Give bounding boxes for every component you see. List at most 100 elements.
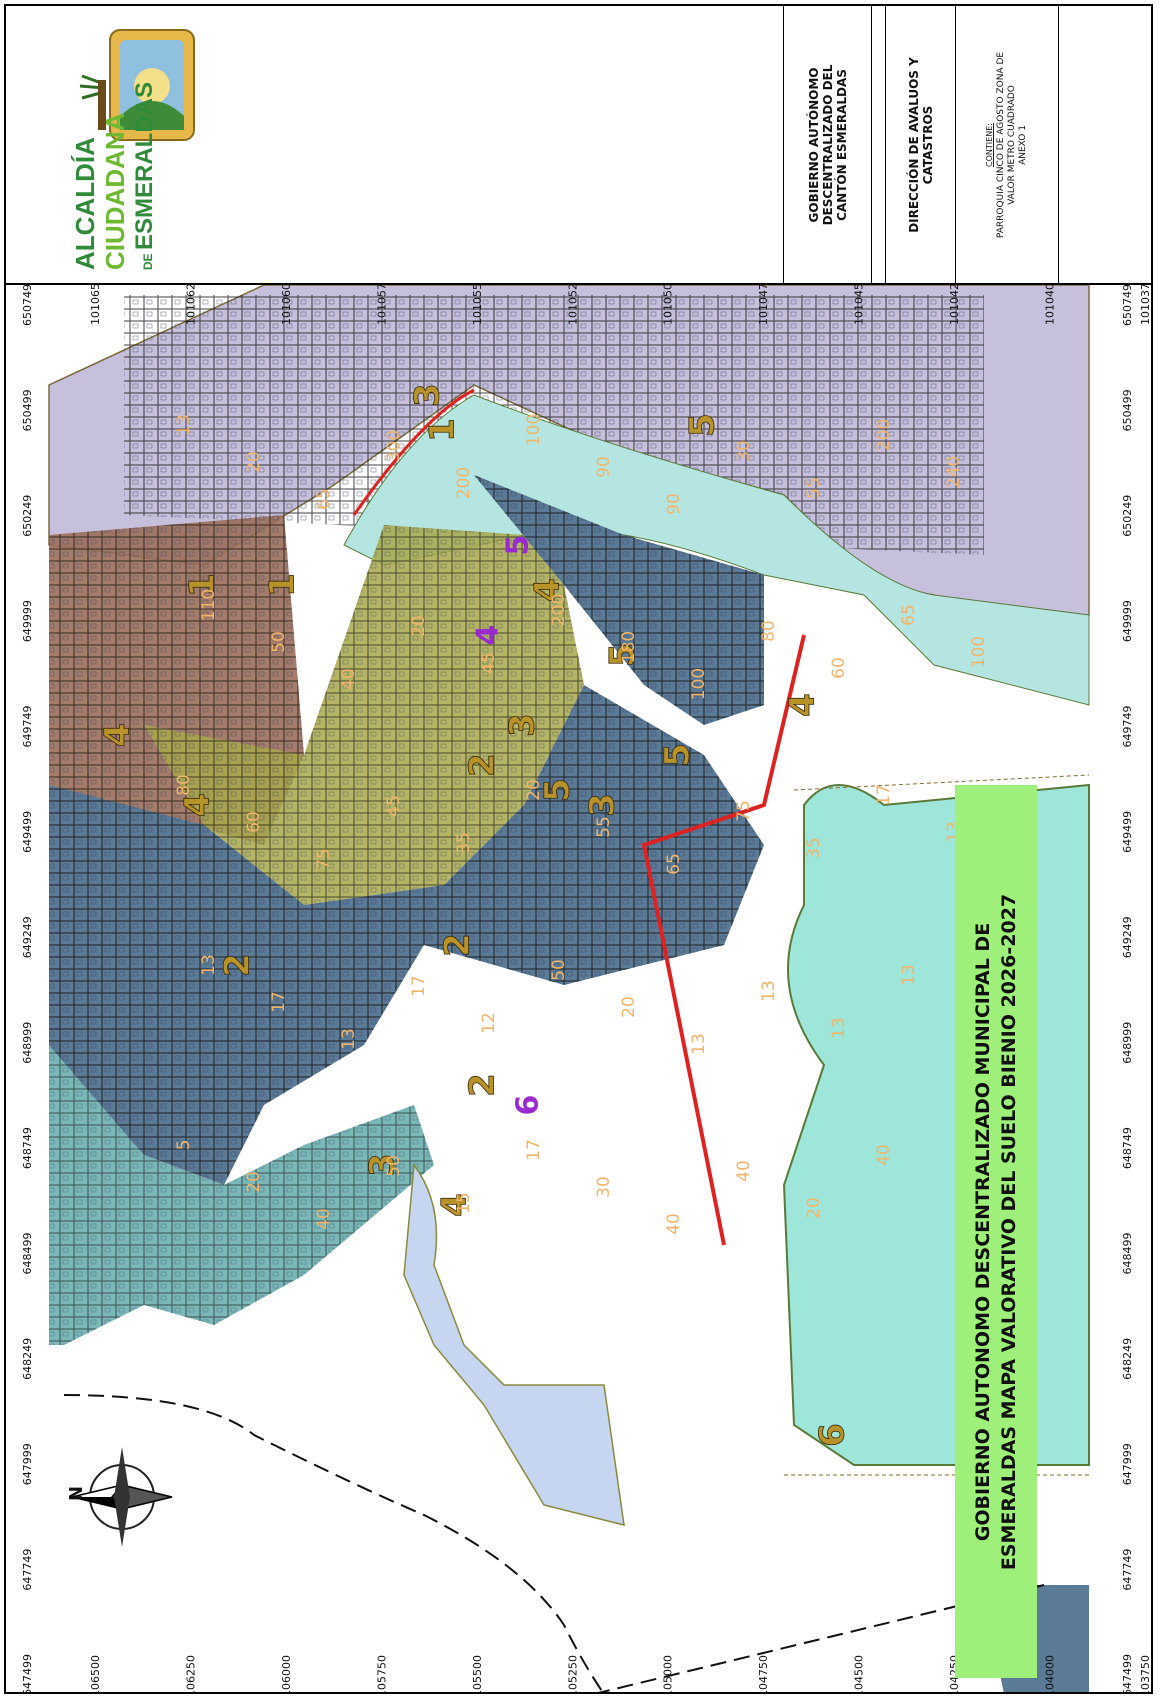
value-label: 50 — [549, 959, 569, 981]
title-block-divider — [4, 283, 1153, 285]
grid-y-tick: 10105750 — [375, 1655, 388, 1694]
grid-x-tick: 647999 — [21, 1443, 34, 1485]
map-frame — [4, 4, 1153, 1694]
value-label: 60 — [829, 657, 849, 679]
zone-label: 4 — [178, 793, 218, 817]
value-label: 30 — [594, 1176, 614, 1198]
grid-x-tick: 648499 — [1121, 1232, 1134, 1274]
grid-x-tick: 647499 — [21, 1654, 34, 1694]
north-arrow-label: N — [66, 1486, 87, 1501]
map-title-banner: GOBIERNO AUTONOMO DESCENTRALIZADO MUNICI… — [955, 785, 1037, 1678]
grid-x-tick: 649249 — [1121, 916, 1134, 958]
grid-x-tick: 649499 — [21, 811, 34, 853]
value-label: 200 — [454, 467, 474, 499]
grid-x-tick: 650749 — [1121, 285, 1134, 326]
logo-line2: CIUDADANA — [100, 112, 130, 270]
value-label: 45 — [479, 652, 499, 674]
value-label: 100 — [969, 636, 989, 668]
grid-y-tick: 10104750 — [757, 285, 770, 325]
value-label: 15 — [454, 1192, 474, 1214]
value-label: 35 — [804, 837, 824, 859]
title-block-org-cell: GOBIERNO AUTÓNOMO DESCENTRALIZADO DEL CA… — [784, 4, 872, 285]
esmeraldas-coat-of-arms-icon — [79, 29, 195, 141]
grid-y-tick: 10105000 — [662, 1655, 675, 1694]
grid-x-tick: 649249 — [21, 916, 34, 958]
value-label: 17 — [409, 975, 429, 997]
grid-y-tick: 10106500 — [89, 285, 102, 325]
sector-label: 6 — [511, 1095, 546, 1116]
value-label: 80 — [759, 620, 779, 642]
value-labels: 1320653002001009090305520024011050402045… — [174, 414, 989, 1235]
value-label: 20 — [804, 1197, 824, 1219]
value-label: 40 — [314, 1208, 334, 1230]
grid-y-tick: 10106250 — [184, 285, 197, 325]
value-label: 100 — [524, 414, 544, 446]
zone-label: 1 — [263, 573, 303, 597]
title-block-contents-cell: CONTIENE: PARROQUIA CINCO DE AGOSTO ZONA… — [956, 4, 1059, 285]
value-label: 200 — [549, 594, 569, 626]
grid-y-tick: 10106500 — [89, 1655, 102, 1694]
value-label: 20 — [244, 451, 264, 473]
sector-label: 5 — [501, 535, 536, 556]
grid-x-tick: 647499 — [1121, 1654, 1134, 1694]
grid-x-tick: 649499 — [1121, 811, 1134, 853]
grid-x-tick: 648499 — [21, 1232, 34, 1274]
value-label: 45 — [384, 795, 404, 817]
grid-x-tick: 647749 — [1121, 1549, 1134, 1591]
value-label: 75 — [734, 800, 754, 822]
sector-label: 4 — [471, 625, 506, 646]
grid-y-tick: 10104000 — [1044, 285, 1057, 325]
grid-x-tick: 650749 — [21, 285, 34, 326]
zone-label: 2 — [438, 933, 478, 957]
grid-y-tick: 10105750 — [375, 285, 388, 325]
zone-label: 5 — [683, 413, 723, 437]
value-label: 20 — [244, 1171, 264, 1193]
value-label: 13 — [199, 954, 219, 976]
grid-y-tick: 10103750 — [1139, 285, 1152, 325]
zone-label: 5 — [603, 643, 643, 667]
zone-label: 3 — [583, 793, 623, 817]
grid-x-tick: 648249 — [21, 1338, 34, 1380]
value-label: 13 — [899, 964, 919, 986]
grid-y-tick: 10104250 — [948, 285, 961, 325]
grid-x-tick: 649999 — [1121, 600, 1134, 642]
value-label: 200 — [874, 419, 894, 451]
grid-x-tick: 648999 — [1121, 1022, 1134, 1064]
value-label: 13 — [174, 414, 194, 436]
value-label: 80 — [174, 774, 194, 796]
zone-label: 4 — [98, 723, 138, 747]
value-label: 65 — [314, 488, 334, 510]
zone-label: 5 — [658, 743, 698, 767]
grid-x-tick: 648749 — [1121, 1127, 1134, 1169]
value-label: 240 — [944, 456, 964, 488]
grid-x-tick: 649749 — [1121, 706, 1134, 748]
value-label: 13 — [689, 1033, 709, 1055]
logo-line3b: ESMERALDAS — [131, 82, 158, 250]
grid-x-tick: 650499 — [21, 389, 34, 431]
grid-y-tick: 10105250 — [566, 285, 579, 325]
value-label: 55 — [594, 816, 614, 838]
value-label: 17 — [874, 784, 894, 806]
value-label: 20 — [524, 779, 544, 801]
value-label: 50 — [269, 631, 289, 653]
grid-y-tick: 10106000 — [280, 1655, 293, 1694]
grid-y-tick: 10106250 — [184, 1655, 197, 1694]
alcaldia-logo: ALCALDÍA CIUDADANA DE ESMERALDAS — [70, 29, 195, 270]
value-label: 5 — [174, 1140, 194, 1151]
grid-y-tick: 10104000 — [1044, 1655, 1057, 1694]
grid-x-tick: 647999 — [1121, 1443, 1134, 1485]
grid-y-tick: 10105250 — [566, 1655, 579, 1694]
value-label: 40 — [874, 1144, 894, 1166]
value-label: 300 — [384, 430, 404, 462]
value-label: 40 — [734, 1160, 754, 1182]
grid-x-ticks-top: 6507496504996502496499996497496494996492… — [21, 285, 34, 1694]
value-label: 60 — [244, 811, 264, 833]
logo-line3a: DE — [141, 253, 155, 270]
logo-line1: ALCALDÍA — [70, 137, 100, 270]
grid-x-tick: 650249 — [1121, 495, 1134, 537]
zone-label: 3 — [503, 713, 543, 737]
zone-label: 4 — [783, 693, 823, 717]
value-label: 50 — [384, 1155, 404, 1177]
